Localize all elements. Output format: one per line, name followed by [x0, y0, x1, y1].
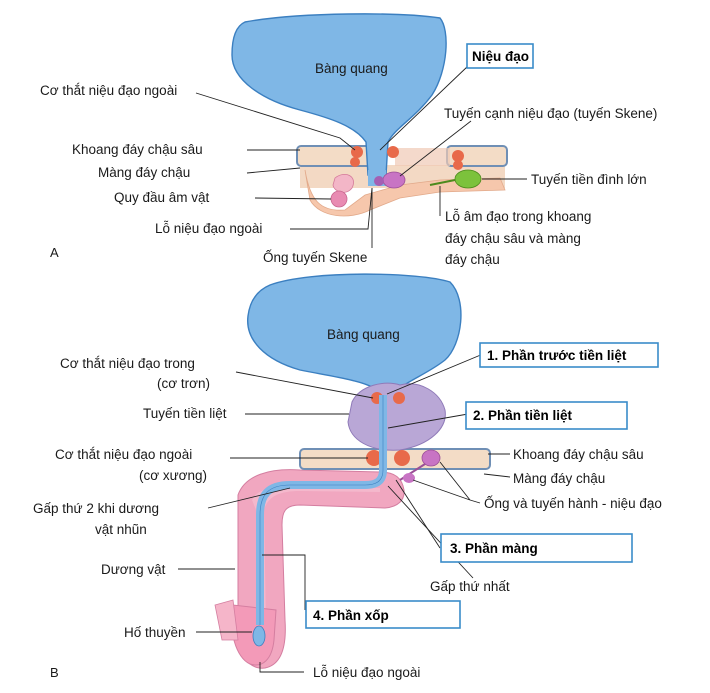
urethra-b-outline [259, 395, 384, 625]
leader-b-bulbourethral [412, 461, 481, 504]
panel-b: Bàng quang 1. Phần trước tiền liệt 2. Ph… [33, 273, 662, 680]
internal-sphincter-right [393, 392, 405, 404]
label-b-deep-perineal: Khoang đáy chậu sâu [513, 447, 644, 462]
sphincter-a-right3 [453, 160, 463, 170]
label-b-second-bend-1: Gấp thứ 2 khi dương [33, 501, 159, 516]
box-prostatic [465, 401, 628, 430]
label-a-perineal-membrane: Màng đáy chậu [98, 165, 190, 180]
box-membranous [440, 533, 633, 563]
perineal-lower-a [304, 169, 506, 217]
panel-letter-a: A [50, 245, 59, 260]
label-a-greater-vestibular: Tuyến tiền đình lớn [531, 172, 647, 187]
label-b-first-bend: Gấp thứ nhất [430, 579, 510, 594]
label-b-penis: Dương vật [101, 562, 166, 577]
box-prostatic-label: 2. Phần tiền liệt [473, 408, 573, 423]
leader-b-orifice [259, 662, 304, 673]
deep-perineal-band-middle-a [395, 148, 450, 166]
label-a-vaginal-1: Lỗ âm đạo trong khoang [445, 209, 591, 224]
label-a-paraurethral: Tuyến cạnh niệu đạo (tuyến Skene) [444, 106, 657, 121]
vestibular-duct [429, 179, 456, 186]
external-sphincter-left [366, 450, 382, 466]
leader-b-second-bend [207, 487, 291, 509]
box-membranous-label: 3. Phần màng [450, 541, 538, 556]
label-b-prostate: Tuyến tiền liệt [143, 406, 227, 421]
leader-a-urethra-box [379, 65, 469, 151]
leader-a-glans [254, 197, 332, 200]
leader-a-paraurethral [399, 120, 472, 177]
label-b-external-sphincter-2: (cơ xương) [139, 468, 207, 483]
panel-a: Bàng quang Niệu đạo Cơ thắt niệu đạo ngo… [40, 13, 657, 267]
leader-b-prostatic [387, 413, 469, 429]
label-a-external-orifice: Lỗ niệu đạo ngoài [155, 221, 262, 236]
bladder-label-a: Bàng quang [315, 61, 388, 76]
label-a-glans-clitoris: Quy đầu âm vật [114, 190, 210, 205]
label-b-navicular-fossa: Hố thuyền [124, 625, 186, 640]
navicular-fossa [252, 625, 266, 647]
leader-b-perineal-membrane [483, 473, 511, 478]
urethra-box-label-a: Niệu đạo [472, 49, 529, 64]
label-a-deep-perineal: Khoang đáy chậu sâu [72, 142, 203, 157]
greater-vestibular-gland [454, 169, 482, 189]
label-a-vaginal-3: đáy chậu [445, 252, 500, 267]
label-b-second-bend-2: vật nhũn [95, 522, 147, 537]
leader-b-penis-ref [262, 554, 306, 610]
panel-letter-b: B [50, 665, 59, 680]
box-preprostatic-label: 1. Phần trước tiền liệt [487, 348, 627, 363]
bladder-a [231, 13, 447, 176]
label-b-internal-sphincter-2: (cơ trơn) [157, 376, 210, 391]
box-spongy [305, 600, 461, 629]
clitoris [332, 174, 354, 193]
leader-a-orifice [290, 187, 373, 230]
bulbourethral-gland [421, 449, 441, 467]
bulbourethral-gland-2 [403, 473, 415, 483]
leader-a-external-sphincter [195, 92, 356, 151]
urethra-box-a [466, 43, 534, 69]
bladder-label-b: Bàng quang [327, 327, 400, 342]
glans-clitoris [330, 190, 348, 208]
leader-b-preprostatic [386, 353, 484, 395]
penis-prepuce [214, 599, 239, 641]
label-b-internal-sphincter-1: Cơ thắt niệu đạo trong [60, 356, 195, 371]
label-b-external-sphincter-1: Cơ thắt niệu đạo ngoài [55, 447, 192, 462]
penis-body [237, 469, 405, 669]
label-a-external-sphincter: Cơ thắt niệu đạo ngoài [40, 83, 177, 98]
leader-b-first-bend [387, 485, 474, 579]
sphincter-a-left2 [350, 157, 360, 167]
label-a-skene-duct: Ống tuyến Skene [263, 250, 367, 265]
leader-a-perineal-membrane [246, 167, 301, 174]
label-b-external-orifice: Lỗ niệu đạo ngoài [313, 665, 420, 680]
leader-b-membranous [395, 479, 441, 549]
label-b-perineal-membrane: Màng đáy chậu [513, 471, 605, 486]
box-spongy-label: 4. Phần xốp [313, 608, 389, 623]
label-b-bulbourethral: Ống và tuyến hành - niệu đạo [484, 496, 662, 511]
sphincter-a-right [387, 146, 399, 158]
sphincter-a-right2 [452, 150, 464, 162]
box-preprostatic [479, 342, 659, 368]
label-a-vaginal-2: đáy chậu sâu và màng [445, 231, 581, 246]
paraurethral-gland-small [374, 176, 384, 186]
leader-b-internal-sphincter [235, 371, 374, 399]
external-sphincter-right [394, 450, 410, 466]
